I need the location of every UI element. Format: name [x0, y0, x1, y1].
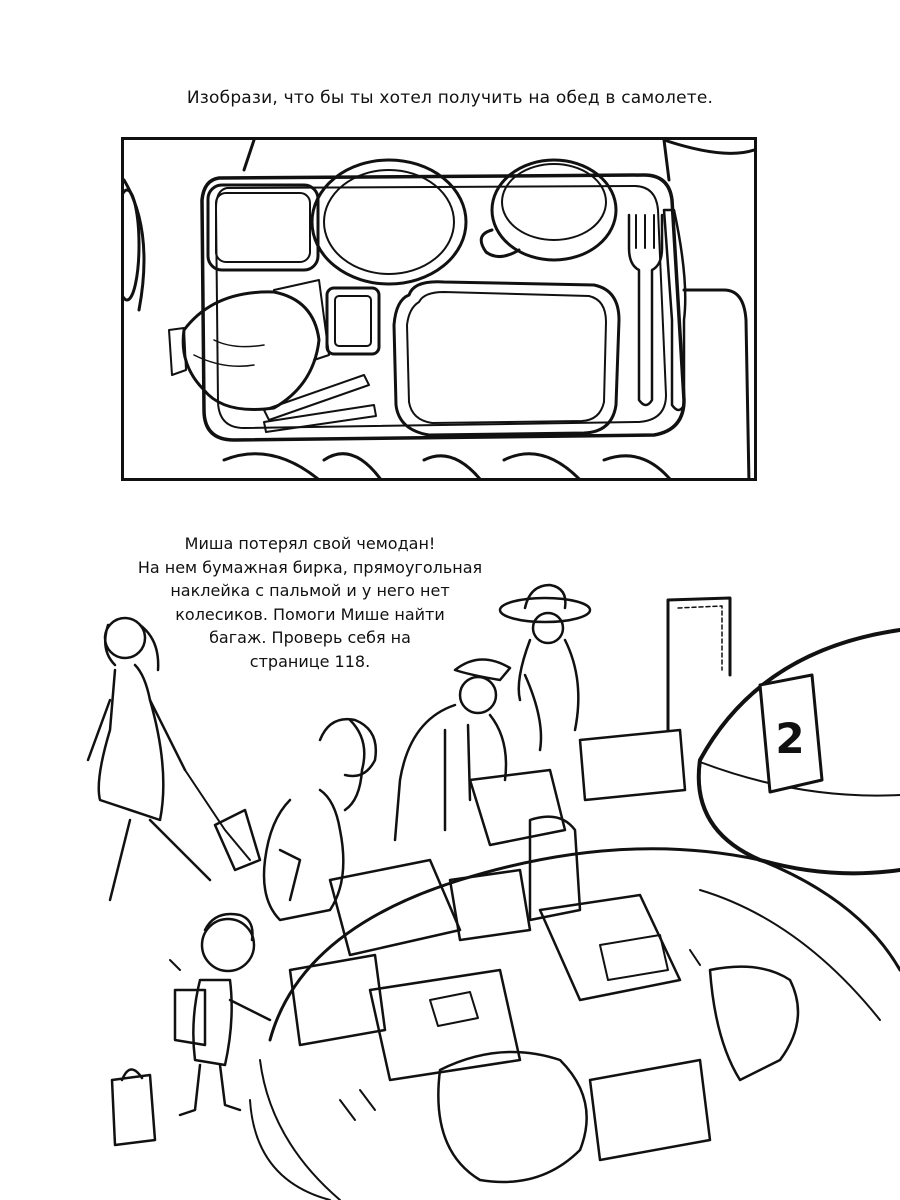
puzzle-line: наклейка с пальмой и у него нет: [170, 581, 450, 600]
puzzle-line: колесиков. Помоги Мише найти: [175, 604, 445, 624]
backpack-bag: [528, 815, 582, 922]
suitcase: [328, 858, 462, 957]
suitcase-tag: [368, 968, 522, 1082]
luggage-pile: [169, 728, 800, 1184]
small-dish: [206, 183, 320, 272]
main-meal-container: [392, 280, 621, 437]
cup: [490, 158, 618, 262]
fork: [627, 213, 664, 407]
drawing-frame[interactable]: [121, 137, 757, 481]
window-left: [124, 188, 141, 302]
suitcase-held: [468, 768, 567, 847]
round-plate: [310, 158, 468, 286]
suitcase-bottom: [588, 1058, 712, 1162]
gift-box-bag: [448, 868, 532, 942]
armrest-right: [682, 288, 751, 478]
butter-pack: [325, 286, 381, 356]
passenger-legs: [222, 452, 671, 478]
meal-tray-illustration: [124, 140, 754, 478]
shopping-bag: [110, 1068, 157, 1147]
baggage-claim-illustration: 2: [86, 583, 900, 1200]
suitcase-large: [538, 893, 682, 1002]
suitcase-gift: [288, 953, 387, 1047]
carousel-number: 2: [775, 714, 804, 763]
activity-prompt: Изобрази, что бы ты хотел получить на об…: [186, 88, 714, 108]
woman-ponytail: [262, 717, 378, 922]
backpack: [173, 988, 207, 1047]
boy-misha: [173, 912, 272, 1117]
doorway: [666, 596, 732, 732]
knife: [662, 208, 687, 412]
sugar-stick: [263, 374, 370, 421]
woman-with-suitcase: [86, 616, 262, 902]
carousel-number-sign: [758, 673, 824, 794]
sugar-stick-2: [263, 404, 377, 433]
tray: [200, 173, 686, 442]
puzzle-line: странице 118.: [249, 651, 371, 671]
bread-roll: [181, 290, 321, 412]
puzzle-line: Миша потерял свой чемодан!: [184, 534, 436, 553]
puzzle-line: багаж. Проверь себя на: [209, 628, 411, 647]
man-with-hat: [393, 658, 512, 842]
duffel-palm-bag: [708, 965, 800, 1082]
cup-handle: [479, 228, 521, 258]
round-bag: [437, 1050, 588, 1184]
rolling-suitcase: [213, 808, 262, 872]
conveyor-belt: [268, 847, 900, 1042]
box: [578, 728, 687, 802]
puzzle-line: На нем бумажная бирка, прямоугольная: [137, 557, 483, 577]
seat-back: [242, 140, 754, 182]
woman-with-hat: [498, 583, 592, 752]
small-dish-inner: [215, 192, 311, 263]
puzzle-instructions: Миша потерял свой чемодан! На нем бумажн…: [120, 532, 500, 673]
